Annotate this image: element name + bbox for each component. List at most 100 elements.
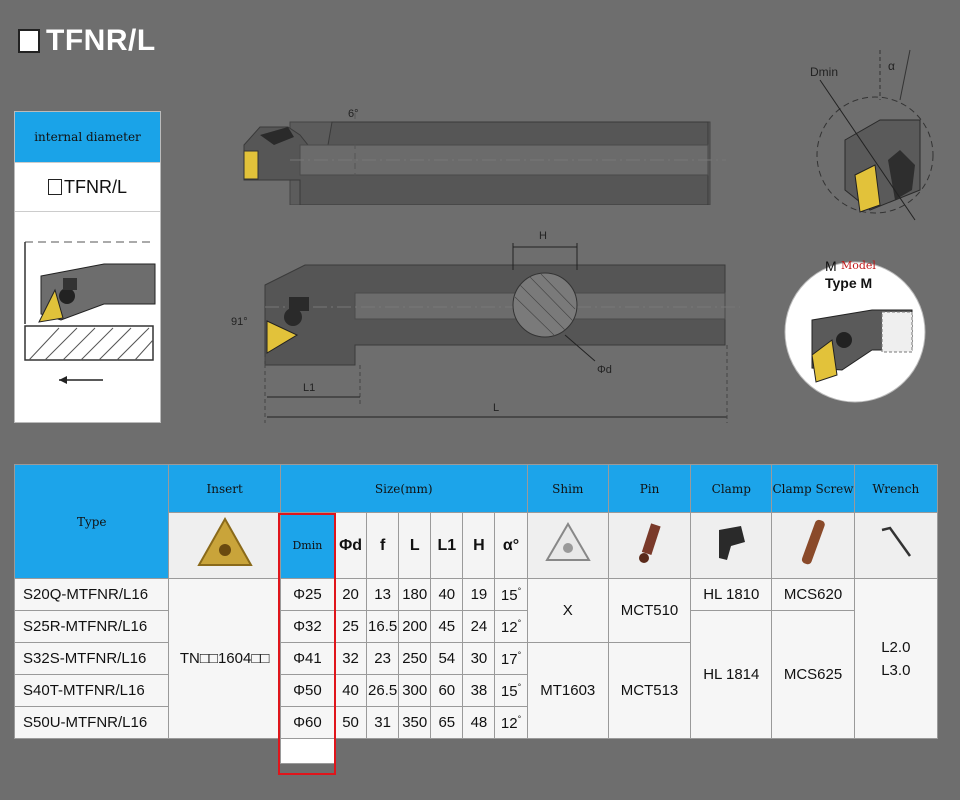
model-word-label: Model	[841, 259, 876, 272]
square-icon	[18, 29, 40, 53]
type-cell: S20Q-MTFNR/L16	[13, 578, 170, 611]
degree-mark: °	[517, 585, 522, 596]
alpha-cell: 17°	[494, 642, 528, 675]
header-shim: Shim	[526, 464, 609, 513]
table-row: S50U-MTFNR/L16 Φ60 50 31 350 65 48 12°	[13, 706, 938, 739]
l1-label: L1	[303, 382, 315, 394]
dmin-cell: Φ60	[279, 706, 335, 739]
shim-icon	[545, 522, 591, 561]
card-code: TFNR/L	[15, 163, 160, 212]
alpha-value: 17	[500, 650, 518, 668]
alpha-cell: 12°	[494, 706, 528, 739]
h-cell: 48	[462, 706, 496, 739]
header-type: Type	[13, 464, 170, 579]
table-row: S25R-MTFNR/L16 Φ32 25 16.5 200 45 24 12°…	[13, 610, 938, 739]
f-cell: 23	[366, 642, 400, 675]
type-cell: S50U-MTFNR/L16	[13, 706, 170, 739]
card-header: internal diameter	[15, 112, 160, 163]
clamp-group1-cell: HL 1810	[690, 578, 773, 611]
h-cell: 24	[462, 610, 496, 643]
dmin-detail-drawing: Dmin α	[810, 49, 934, 221]
table-row: S32S-MTFNR/L16 Φ41 32 23 250 54 30 17° M…	[13, 642, 938, 739]
wrench-line2: L3.0	[881, 661, 911, 679]
clamp-icon	[719, 526, 746, 560]
l-cell: 200	[398, 610, 432, 643]
triangle-insert-icon	[196, 516, 253, 566]
header-pin: Pin	[607, 464, 692, 513]
shim-group2-cell: MT1603	[526, 642, 609, 739]
phi-d-cell: 25	[333, 610, 368, 643]
clamp-screw-image-cell	[771, 512, 855, 579]
header-clamp-screw: Clamp Screw	[771, 464, 855, 513]
pin-group1-cell: MCT510	[607, 578, 692, 643]
alpha-value: 12	[500, 714, 518, 732]
tool-side-view-drawing: 6°	[243, 108, 726, 205]
type-m-label: Type M	[825, 275, 872, 291]
alpha-cell: 12°	[494, 610, 528, 643]
dmin-cell: Φ32	[279, 610, 335, 643]
degree-mark: °	[517, 681, 522, 692]
clamp-screw-icon	[801, 519, 825, 565]
pin-group2-cell: MCT513	[607, 642, 692, 739]
phi-d-label: Φd	[597, 364, 612, 376]
insert-image-cell	[168, 512, 281, 579]
l1-cell: 60	[430, 674, 464, 707]
clamp-screw-group2-cell: MCS625	[771, 610, 855, 739]
tool-top-view-drawing: H Φd 91° L1 L	[231, 230, 740, 423]
pin-image-cell	[607, 512, 692, 579]
shim-image-cell	[526, 512, 609, 579]
wrench-image-cell	[853, 512, 939, 579]
card-code-text: TFNR/L	[64, 176, 127, 197]
degree-mark: °	[517, 649, 522, 660]
f-cell: 16.5	[366, 610, 400, 643]
alpha-label: α	[888, 59, 895, 73]
model-m-label: M	[825, 258, 837, 274]
l-cell: 250	[398, 642, 432, 675]
dim-l1-header: L1	[430, 512, 464, 579]
phi-d-cell: 50	[333, 706, 368, 739]
clamp-image-cell	[690, 512, 773, 579]
type-cell: S32S-MTFNR/L16	[13, 642, 170, 675]
clamp-group2-cell: HL 1814	[690, 610, 773, 739]
alpha-value: 15	[500, 682, 518, 700]
angle-side-label: 91°	[231, 316, 248, 328]
h-cell: 30	[462, 642, 496, 675]
h-cell: 38	[462, 674, 496, 707]
l1-cell: 40	[430, 578, 464, 611]
header-clamp: Clamp	[690, 464, 773, 513]
f-cell: 26.5	[366, 674, 400, 707]
phi-d-cell: 20	[333, 578, 368, 611]
l1-cell: 45	[430, 610, 464, 643]
blank-row	[15, 738, 938, 764]
insert-value-cell: TN□□1604□□	[168, 578, 281, 739]
wrench-icon	[881, 526, 911, 557]
dim-phi-d-header: Φd	[333, 512, 368, 579]
angle-top-label: 6°	[348, 108, 359, 120]
info-card: internal diameter TFNR/L	[14, 111, 161, 423]
alpha-value: 15	[500, 586, 518, 604]
l1-cell: 54	[430, 642, 464, 675]
page-title-text: TFNR/L	[46, 24, 156, 57]
alpha-cell: 15°	[494, 578, 528, 611]
dim-f-header: f	[366, 512, 400, 579]
h-cell: 19	[462, 578, 496, 611]
l-label: L	[493, 402, 499, 414]
type-m-model-drawing: M Model Type M	[784, 258, 926, 403]
dim-l-header: L	[398, 512, 432, 579]
header-size: Size(mm)	[279, 464, 528, 513]
shim-group1-cell: X	[526, 578, 609, 643]
f-cell: 13	[366, 578, 400, 611]
degree-mark: °	[517, 617, 522, 628]
clamp-screw-group1-cell: MCS620	[771, 578, 855, 611]
dmin-cell: Φ50	[279, 674, 335, 707]
boring-operation-illustration	[24, 241, 156, 384]
l-cell: 350	[398, 706, 432, 739]
type-cell: S40T-MTFNR/L16	[13, 674, 170, 707]
spec-table: Type Insert Size(mm) Shim Pin Clamp Clam…	[13, 464, 939, 764]
page-title: TFNR/L	[18, 24, 156, 58]
phi-d-cell: 40	[333, 674, 368, 707]
table-row: S40T-MTFNR/L16 Φ50 40 26.5 300 60 38 15°	[13, 674, 938, 707]
wrench-line1: L2.0	[881, 638, 911, 656]
l-cell: 300	[398, 674, 432, 707]
dim-alpha-header: α°	[494, 512, 528, 579]
